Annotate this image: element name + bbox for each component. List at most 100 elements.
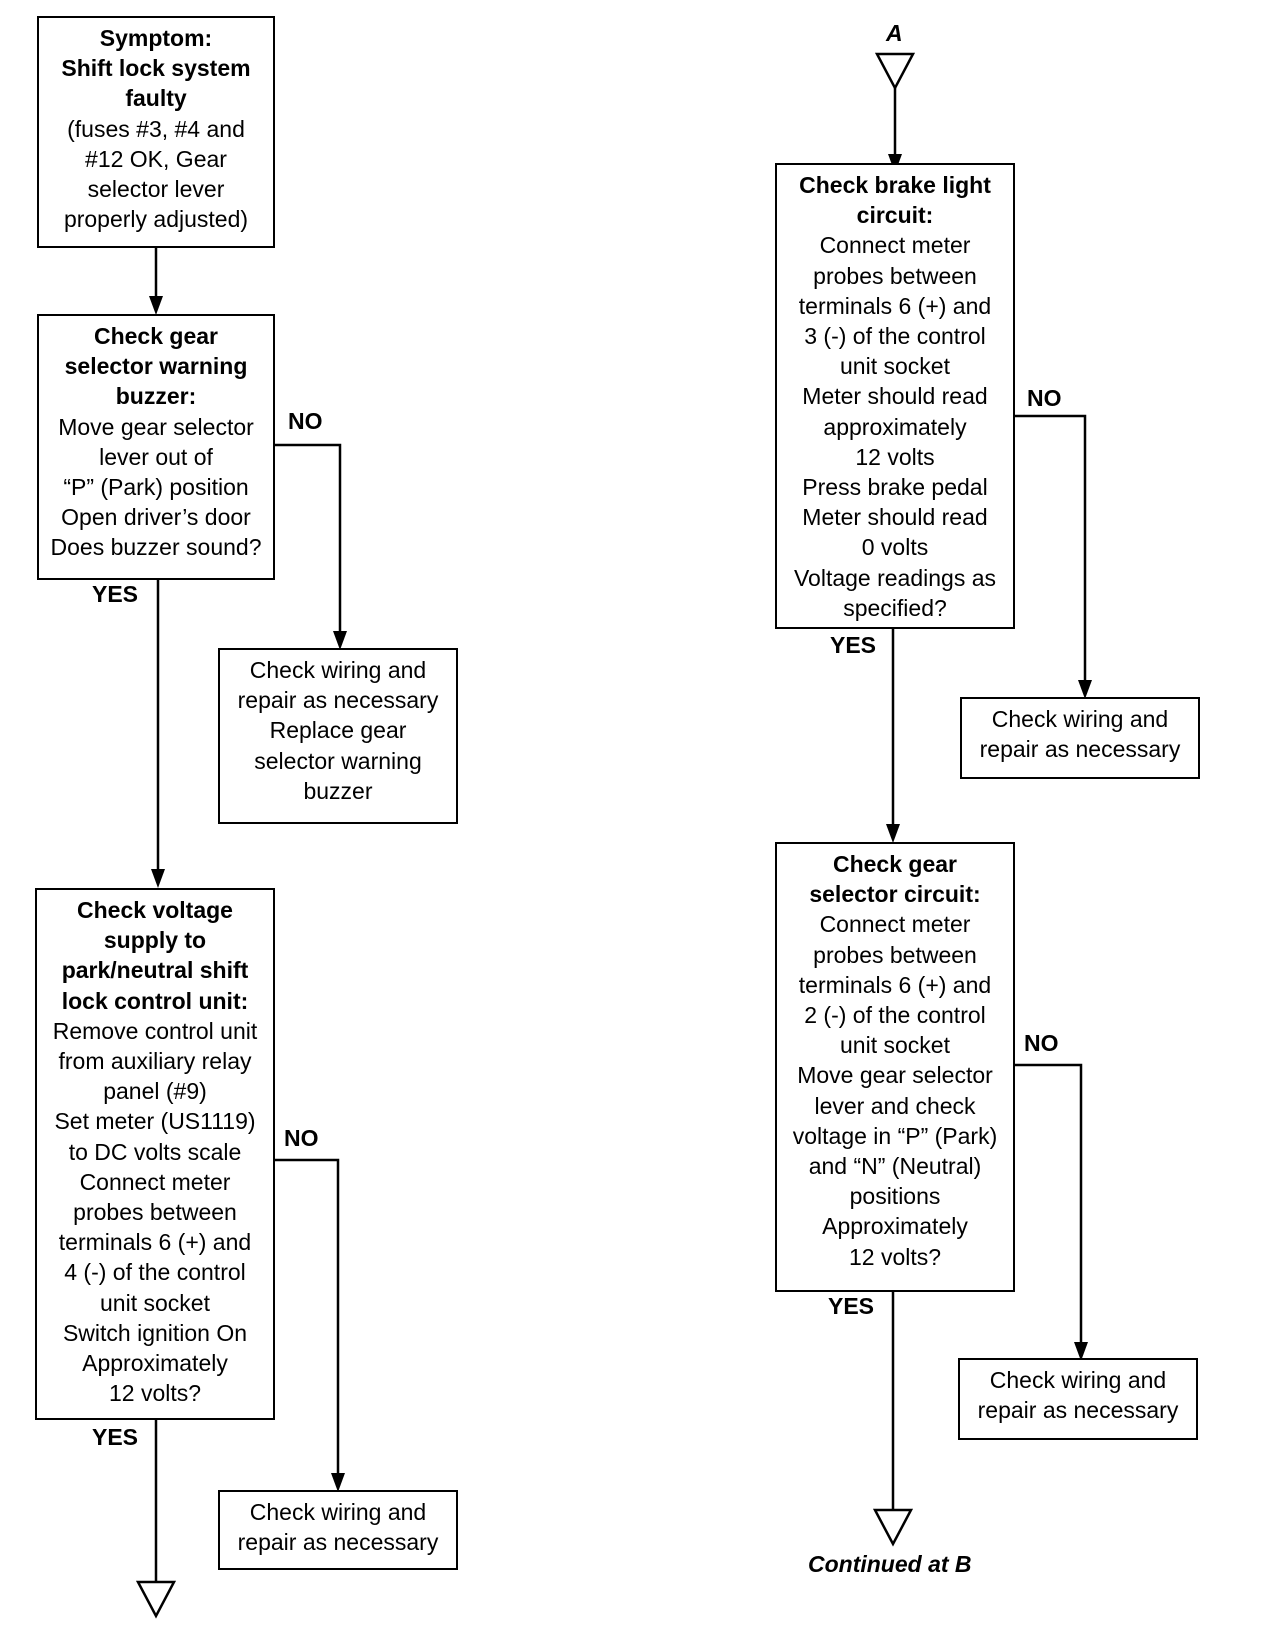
arrowhead-to-selector <box>886 824 900 843</box>
node-text: lever out of <box>99 443 213 470</box>
node-text: Approximately <box>822 1213 968 1240</box>
node-text: Shift lock system <box>61 55 251 82</box>
node-text: faulty <box>125 85 187 112</box>
node-text: voltage in “P” (Park) <box>792 1122 998 1149</box>
node-text: to DC volts scale <box>68 1138 242 1165</box>
node-text: Check gear <box>93 323 218 349</box>
label-brake-no: NO <box>1027 385 1062 411</box>
node-selector-fix: Check wiring and repair as necessary <box>958 1358 1198 1440</box>
label-brake-yes: YES <box>830 632 877 658</box>
node-text: buzzer <box>303 777 373 804</box>
node-selector-check: Check gear selector circuit: Connect met… <box>775 842 1015 1292</box>
node-text: supply to <box>103 927 207 954</box>
node-text: lock control unit: <box>61 987 249 1014</box>
node-text: repair as necessary <box>237 687 439 714</box>
node-text: terminals 6 (+) and <box>58 1229 252 1256</box>
arrowhead-to-selector-fix <box>1074 1342 1088 1361</box>
node-text: Check wiring and <box>249 1499 427 1525</box>
label-voltage-yes: YES <box>92 1424 139 1450</box>
node-voltage-fix: Check wiring and repair as necessary <box>218 1490 458 1570</box>
node-text: and “N” (Neutral) <box>808 1153 982 1180</box>
arrowhead-to-voltage-fix <box>331 1473 345 1492</box>
node-text: Set meter (US1119) <box>54 1108 256 1135</box>
arrowhead-to-voltage <box>151 869 165 888</box>
node-text: Check wiring and <box>989 1367 1167 1393</box>
node-text: Replace gear <box>269 717 407 744</box>
flow-line-brake-no <box>1015 414 1087 688</box>
node-text: unit socket <box>840 353 950 380</box>
flow-line-buzzer-no <box>275 443 342 638</box>
node-text: repair as necessary <box>237 1529 439 1556</box>
label-selector-no: NO <box>1024 1030 1059 1056</box>
node-text: lever and check <box>814 1092 976 1119</box>
label-voltage-no: NO <box>284 1125 319 1151</box>
node-text: Move gear selector <box>797 1062 993 1089</box>
node-text: Symptom: <box>99 25 213 51</box>
node-text: 0 volts <box>861 534 929 561</box>
off-page-connector-a-icon <box>874 52 916 91</box>
node-text: selector circuit: <box>809 881 981 908</box>
node-text: Meter should read <box>802 504 988 531</box>
node-text: terminals 6 (+) and <box>798 292 992 319</box>
node-voltage-check: Check voltage supply to park/neutral shi… <box>35 888 275 1420</box>
label-buzzer-yes: YES <box>92 581 139 607</box>
off-page-connector-b-icon <box>872 1508 914 1547</box>
node-text: Does buzzer sound? <box>50 534 262 561</box>
node-text: probes between <box>73 1199 237 1226</box>
node-text: “P” (Park) position <box>63 474 249 501</box>
node-text: park/neutral shift <box>61 957 249 984</box>
off-page-connector-bottom-left-icon <box>135 1580 177 1619</box>
node-text: 4 (-) of the control <box>64 1259 246 1286</box>
node-text: Remove control unit <box>52 1017 258 1044</box>
node-text: Check brake light <box>799 172 991 198</box>
node-text: repair as necessary <box>979 736 1181 763</box>
node-brake-check: Check brake light circuit: Connect meter… <box>775 163 1015 629</box>
arrowhead-to-brake-fix <box>1078 680 1092 699</box>
node-text: probes between <box>813 941 977 968</box>
node-text: Check gear <box>832 851 957 877</box>
node-text: circuit: <box>856 202 934 229</box>
label-buzzer-no: NO <box>288 408 323 434</box>
arrowhead-to-buzzer <box>149 296 163 315</box>
node-buzzer-fix: Check wiring and repair as necessary Rep… <box>218 648 458 824</box>
node-text: (fuses #3, #4 and <box>67 115 245 142</box>
node-text: #12 OK, Gear <box>85 145 227 172</box>
connector-label-a: A <box>886 20 903 46</box>
node-text: properly adjusted) <box>63 206 249 233</box>
node-text: selector warning <box>254 747 422 774</box>
node-text: Check wiring and <box>991 706 1169 732</box>
node-text: 12 volts <box>855 443 935 470</box>
node-symptom: Symptom: Shift lock system faulty (fuses… <box>37 16 275 248</box>
node-text: Connect meter <box>819 232 971 259</box>
arrowhead-to-buzzer-fix <box>333 631 347 650</box>
node-text: terminals 6 (+) and <box>798 971 992 998</box>
node-text: Open driver’s door <box>61 504 251 531</box>
node-text: Press brake pedal <box>802 474 988 501</box>
node-text: 3 (-) of the control <box>804 323 986 350</box>
node-text: Switch ignition On <box>62 1319 248 1346</box>
node-brake-fix: Check wiring and repair as necessary <box>960 697 1200 779</box>
node-text: Meter should read <box>802 383 988 410</box>
node-text: Approximately <box>82 1350 228 1377</box>
connector-label-continued: Continued at B <box>808 1551 972 1577</box>
node-text: unit socket <box>840 1032 950 1059</box>
node-text: panel (#9) <box>103 1078 207 1105</box>
node-text: probes between <box>813 262 977 289</box>
node-text: repair as necessary <box>977 1397 1179 1424</box>
node-text: selector warning <box>64 353 248 380</box>
node-text: 2 (-) of the control <box>804 1002 986 1029</box>
flow-line-voltage-no <box>275 1158 340 1480</box>
node-text: positions <box>849 1183 941 1210</box>
node-text: buzzer: <box>115 383 197 410</box>
node-text: Move gear selector <box>58 413 254 440</box>
node-text: 12 volts? <box>848 1243 942 1270</box>
node-text: from auxiliary relay <box>58 1048 252 1075</box>
node-text: Check voltage <box>77 897 233 923</box>
node-text: unit socket <box>100 1289 210 1316</box>
node-text: Check wiring and <box>249 657 427 683</box>
node-text: approximately <box>823 413 967 440</box>
node-buzzer-check: Check gear selector warning buzzer: Move… <box>37 314 275 580</box>
label-selector-yes: YES <box>828 1293 875 1319</box>
node-text: Connect meter <box>79 1168 231 1195</box>
